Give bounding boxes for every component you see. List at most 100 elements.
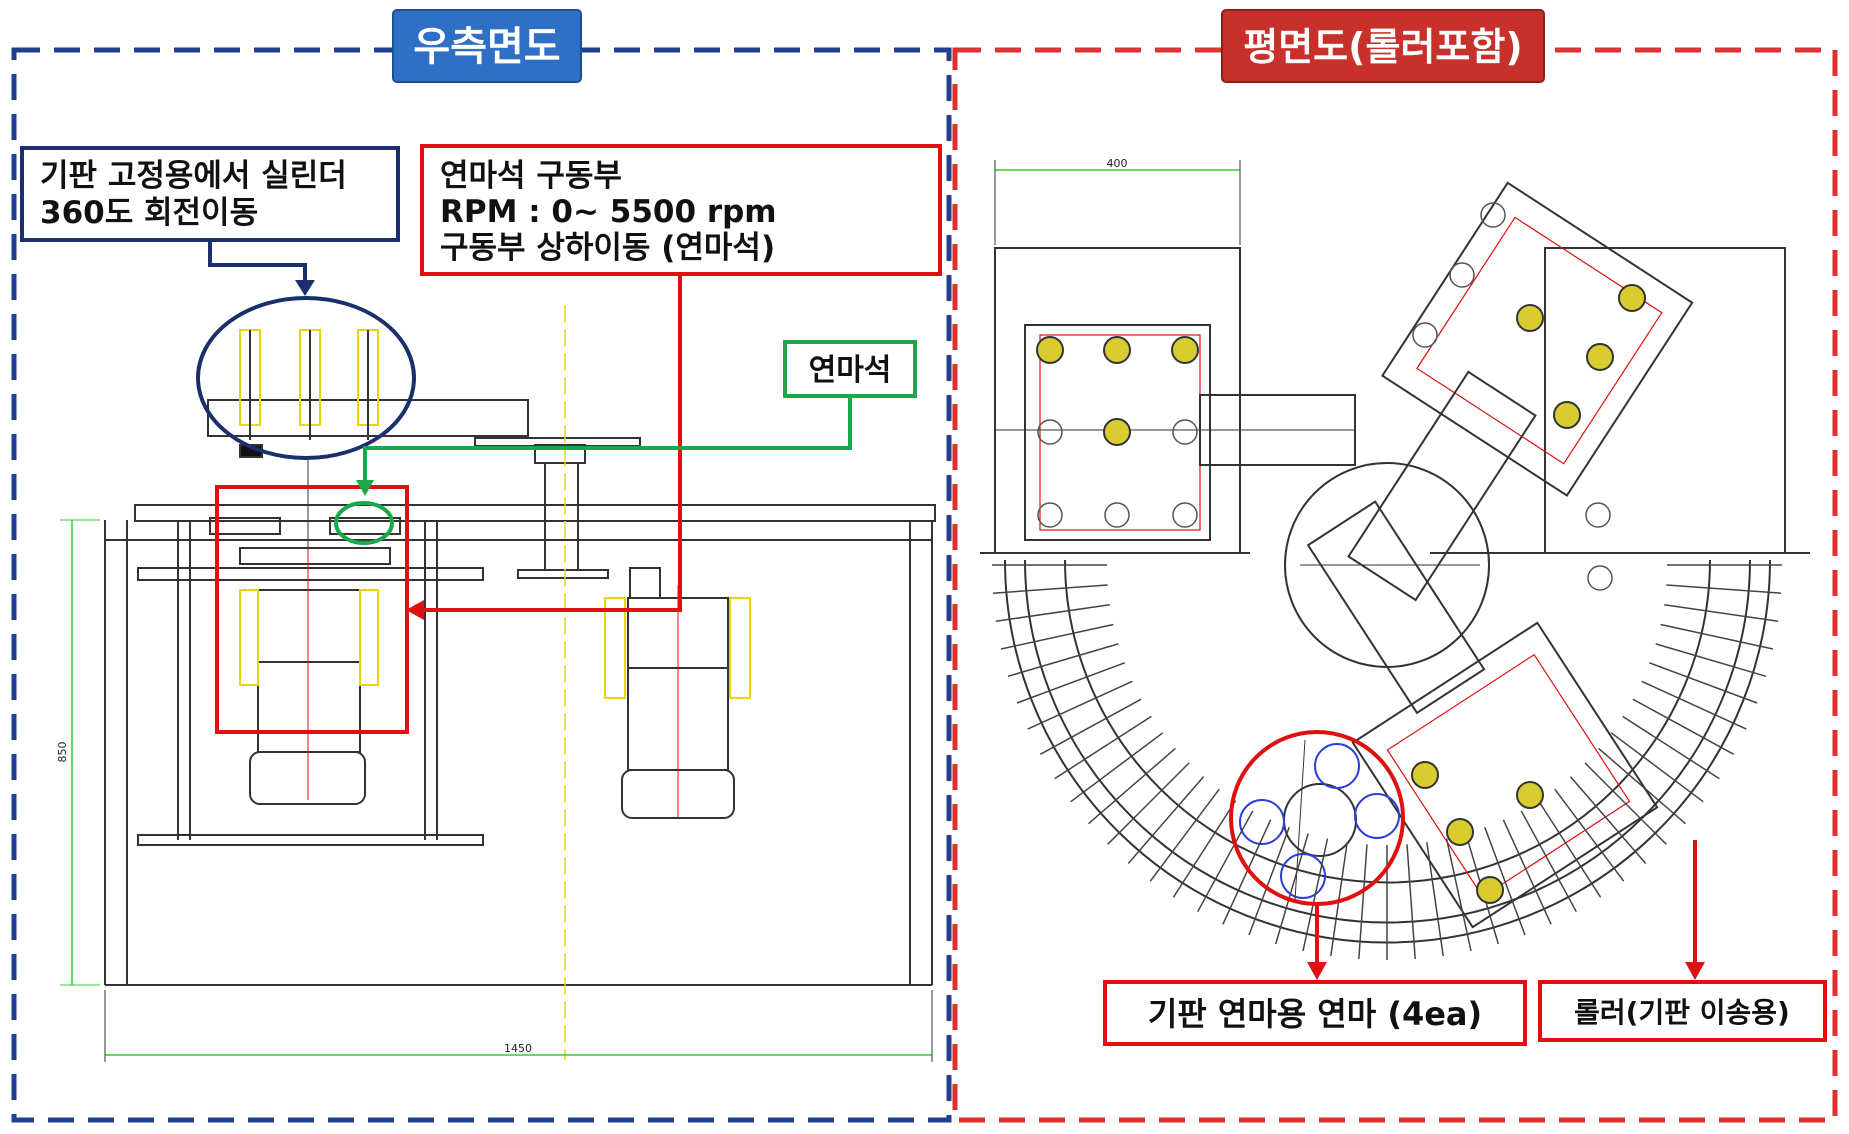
bolt-mark bbox=[1553, 401, 1581, 429]
bolt-marks bbox=[1036, 202, 1646, 904]
callout-stone-box bbox=[783, 340, 917, 398]
roller-ray bbox=[1584, 762, 1667, 845]
hole-mark bbox=[1172, 502, 1198, 528]
dim-height-label: 850 bbox=[56, 742, 69, 763]
drive-highlight-box bbox=[215, 485, 409, 734]
roller-ray bbox=[1664, 604, 1779, 622]
hole-mark bbox=[1587, 565, 1613, 591]
right-panel-title: 평면도(롤러포함) bbox=[1243, 25, 1522, 69]
roller-ray bbox=[1007, 643, 1119, 678]
roller-ray bbox=[1039, 698, 1142, 755]
hole-mark bbox=[1449, 262, 1475, 288]
roller-ray bbox=[1000, 623, 1114, 650]
roller-rays bbox=[992, 564, 1782, 960]
roller-ray bbox=[1554, 788, 1625, 882]
callout-cylinder-line1: 기판 고정용에서 실린더 bbox=[40, 158, 347, 194]
roller-ray bbox=[1598, 747, 1686, 825]
hole-mark bbox=[1037, 419, 1063, 445]
hole-mark bbox=[1172, 419, 1198, 445]
bolt-mark bbox=[1411, 761, 1439, 789]
left-panel-title: 우측면도 bbox=[413, 24, 560, 70]
roller-ray bbox=[1610, 732, 1704, 803]
roller-ray bbox=[1302, 838, 1329, 952]
hole-mark bbox=[1412, 322, 1438, 348]
callout-stone-arrowhead bbox=[356, 480, 374, 496]
bolt-mark bbox=[1036, 336, 1064, 364]
hole-mark bbox=[1585, 502, 1611, 528]
bolt-mark bbox=[1171, 336, 1199, 364]
bolt-mark bbox=[1476, 876, 1504, 904]
roller-ray bbox=[1655, 643, 1767, 678]
roller-ray bbox=[1641, 680, 1747, 730]
roller-ray bbox=[1484, 827, 1526, 936]
roller-ray bbox=[1445, 838, 1472, 952]
roller-ray bbox=[1274, 833, 1309, 945]
hole-mark bbox=[1037, 502, 1063, 528]
roller-ray bbox=[1248, 827, 1290, 936]
dimension-lines: 850 1450 bbox=[56, 519, 933, 1062]
roller-ray bbox=[1632, 698, 1735, 755]
left-panel: 우측면도 bbox=[11, 9, 952, 1123]
roller-ray bbox=[1222, 819, 1272, 925]
right-panel-border bbox=[952, 47, 1838, 1123]
side-view-drawing bbox=[104, 305, 936, 1060]
hole-mark bbox=[1480, 202, 1506, 228]
roller-ray bbox=[1127, 776, 1205, 864]
roller-ray bbox=[1622, 715, 1720, 780]
callout-drive-leader bbox=[420, 274, 682, 612]
roller-ray bbox=[1520, 810, 1577, 913]
roller-ray bbox=[1660, 623, 1774, 650]
roller-ray bbox=[1088, 747, 1176, 825]
bolt-mark bbox=[1516, 304, 1544, 332]
roller-ray bbox=[1358, 844, 1368, 960]
callout-roller-label: 롤러(기판 이송용) bbox=[1574, 996, 1790, 1029]
roller-ray bbox=[1054, 715, 1152, 780]
callout-drive-line3: 구동부 상하이동 (연마석) bbox=[440, 230, 775, 266]
callout-stone-label: 연마석 bbox=[809, 353, 892, 388]
right-panel-title-badge bbox=[1221, 9, 1545, 83]
callout-polish-box bbox=[1103, 980, 1527, 1046]
callout-cylinder-box bbox=[20, 146, 400, 242]
roller-ray bbox=[1666, 584, 1782, 594]
callout-drive-box bbox=[420, 144, 942, 276]
right-panel: 평면도(롤러포함) bbox=[952, 9, 1838, 1123]
roller-ray bbox=[1027, 680, 1133, 730]
roller-ray bbox=[1569, 776, 1647, 864]
callout-roller-arrowhead bbox=[1685, 962, 1705, 980]
callout-cylinder-arrowhead bbox=[295, 280, 315, 296]
hole-mark bbox=[1104, 502, 1130, 528]
bolt-mark bbox=[1446, 818, 1474, 846]
table-top bbox=[134, 504, 936, 522]
cylinder-highlight-ellipse bbox=[196, 296, 416, 460]
roller-ray bbox=[995, 604, 1110, 622]
callout-polish-label: 기판 연마용 연마 (4ea) bbox=[1148, 995, 1482, 1033]
dim-top-label: 400 bbox=[1107, 157, 1128, 170]
roller-ray bbox=[1149, 788, 1220, 882]
callout-cylinder-leader bbox=[208, 240, 307, 290]
callout-polish-arrowhead bbox=[1307, 962, 1327, 980]
roller-ray bbox=[1016, 662, 1125, 704]
plan-view-drawing bbox=[980, 160, 1810, 944]
roller-ray bbox=[992, 584, 1108, 594]
roller-ray bbox=[1649, 662, 1758, 704]
bolt-mark bbox=[1516, 781, 1544, 809]
bolt-mark bbox=[1618, 284, 1646, 312]
roller-ray bbox=[1426, 842, 1444, 957]
roller-ray bbox=[1406, 844, 1416, 960]
stone-highlight-ellipse bbox=[334, 501, 394, 545]
bolt-mark bbox=[1103, 336, 1131, 364]
left-panel-title-badge bbox=[392, 9, 582, 83]
roller-ray bbox=[1172, 800, 1237, 898]
dim-width-label: 1450 bbox=[504, 1042, 532, 1055]
roller-ray bbox=[1502, 819, 1552, 925]
callout-stone-leader bbox=[363, 396, 852, 487]
callout-drive-line1: 연마석 구동부 bbox=[440, 158, 622, 194]
roller-ray bbox=[1197, 810, 1254, 913]
roller-ray bbox=[1537, 800, 1602, 898]
roller-ray bbox=[1107, 762, 1190, 845]
bolt-mark bbox=[1103, 418, 1131, 446]
callout-cylinder-line2: 360도 회전이동 bbox=[40, 195, 258, 231]
bolt-mark bbox=[1586, 343, 1614, 371]
callout-drive-line2: RPM : 0~ 5500 rpm bbox=[440, 194, 777, 230]
